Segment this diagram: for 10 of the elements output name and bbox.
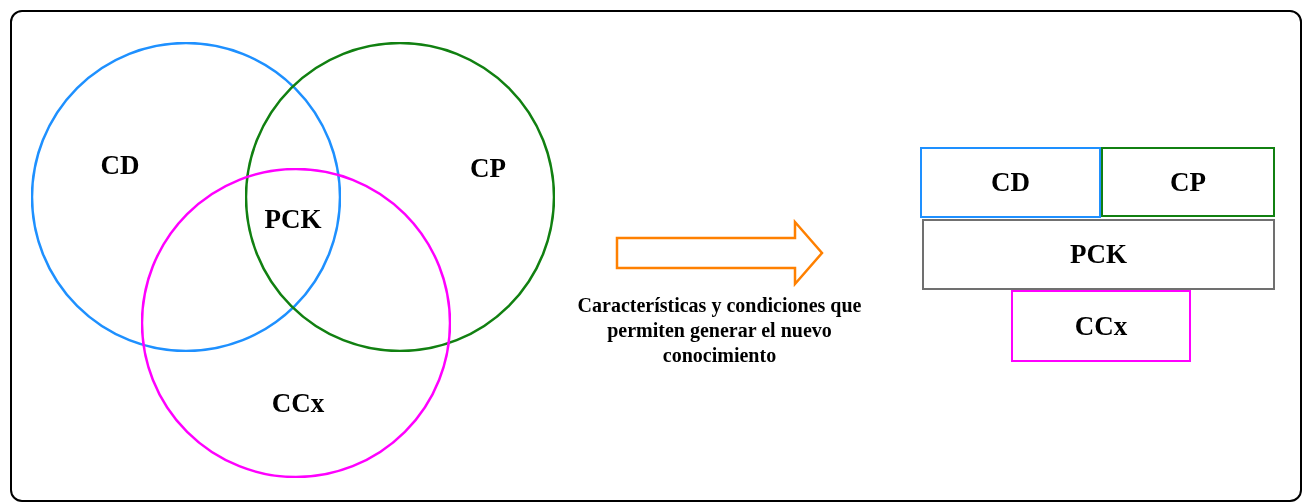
label-box: CP xyxy=(1101,147,1275,217)
label-box: CCx xyxy=(1011,290,1191,362)
label-box: CD xyxy=(920,147,1101,218)
overlap-label: PCK xyxy=(264,203,322,235)
label-box: PCK xyxy=(922,219,1275,290)
circle-label: CD xyxy=(100,149,140,181)
block-arrow xyxy=(615,218,824,288)
edge-label: Características y condiciones que permiten generar el nuevo conocimiento xyxy=(576,293,863,368)
circle-label: CCx xyxy=(271,387,325,419)
circle-label: CP xyxy=(470,152,506,184)
